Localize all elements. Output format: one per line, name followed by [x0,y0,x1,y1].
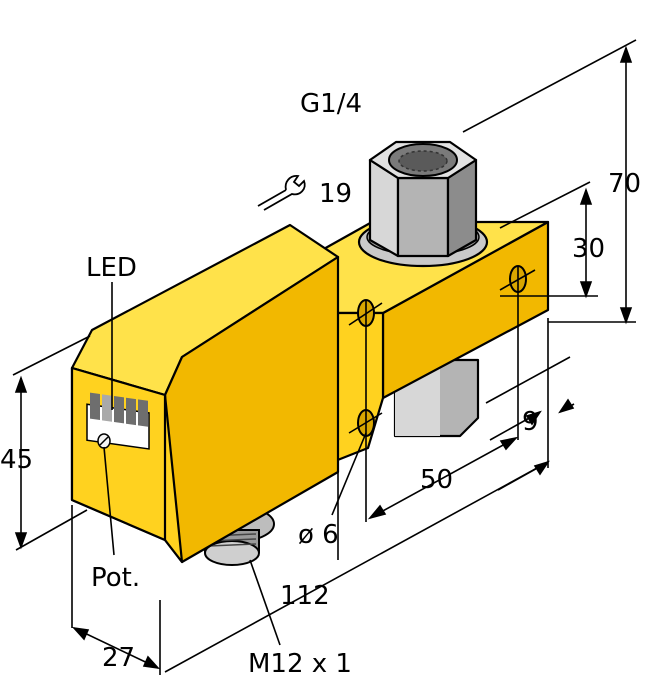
led-segment-4 [126,397,136,426]
label-wrench-size: 19 [319,179,352,209]
fitting-hex-mid [396,176,450,258]
label-dim-50: 50 [420,465,453,495]
top-fitting [357,140,489,268]
label-hole-diameter: ø 6 [298,520,339,550]
led-segment-3 [114,396,124,424]
led-bar [86,392,150,450]
label-width-27: 27 [102,643,135,673]
wrench-icon [257,175,306,211]
label-height-30: 30 [572,234,605,264]
led-segment-1 [90,392,100,421]
dimension-lines [12,39,637,675]
label-led: LED [86,253,137,283]
label-dim-9: 9 [522,407,539,437]
label-length-112: 112 [280,581,330,611]
led-segment-2 [102,394,112,422]
label-height-45: 45 [0,445,33,475]
label-connector: M12 x 1 [248,649,352,679]
label-thread-top: G1/4 [300,89,362,119]
labels: G1/4 19 LED 70 30 45 9 50 ø 6 Pot. 112 2… [0,89,641,679]
sensor-housing [70,223,340,564]
label-pot: Pot. [91,563,140,593]
led-segment-5 [138,399,148,427]
label-height-total: 70 [608,169,641,199]
